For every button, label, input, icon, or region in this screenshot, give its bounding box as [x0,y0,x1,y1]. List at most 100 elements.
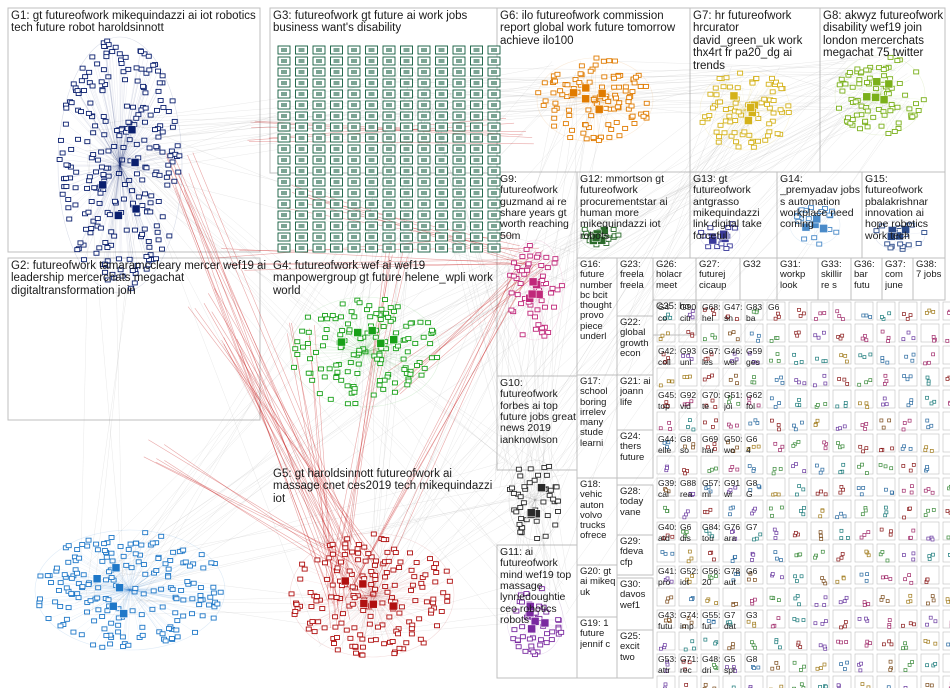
node [334,246,340,250]
node [884,488,887,491]
node [732,331,735,334]
node [747,620,750,623]
node [208,595,213,599]
node [926,419,929,422]
small-group-word: wo [724,446,744,455]
node [298,577,303,581]
group-label-g27: G27: futurej cicaup [699,260,739,291]
node [94,251,99,255]
node [794,531,797,534]
small-group-label: G42: [658,347,678,356]
node [95,548,100,552]
node [800,683,803,686]
small-group-label: G56: [702,567,722,576]
node [713,86,718,90]
node [334,224,340,228]
node [860,662,863,665]
small-group-cell [877,324,895,342]
node [690,598,693,601]
node [343,546,348,550]
node [854,113,859,117]
node [428,557,433,561]
node [551,91,556,95]
small-group-cell [855,676,873,688]
node [932,599,935,602]
node [517,522,522,526]
node [819,515,822,518]
node [392,381,397,385]
node [753,376,756,379]
node [890,467,893,470]
node [803,382,806,385]
node [890,491,893,494]
node [171,550,176,554]
node [798,603,801,606]
node [885,403,888,406]
node [753,578,756,581]
node [594,56,599,60]
node [819,471,822,474]
hub-node [354,329,362,337]
node [334,147,340,151]
node [491,59,497,63]
small-group-word: dat [724,622,744,631]
node [118,545,123,549]
node [928,555,931,558]
small-group-word: fol [746,402,766,411]
node [366,552,371,556]
node [347,328,352,332]
node [905,646,908,649]
node [109,621,114,625]
node [881,576,884,579]
group-label-g20: G20: gt ai mikeq uk [580,567,616,598]
node [926,578,929,581]
node [101,68,106,72]
small-group-label: G6 [768,303,788,312]
small-group-word: uni [680,358,700,367]
node [931,595,934,598]
node [880,528,883,531]
node [777,359,780,362]
node [889,668,892,671]
node [792,424,795,427]
node [711,425,714,428]
node [775,661,778,664]
node [846,116,851,120]
small-group-cell [943,566,950,584]
node [334,70,340,74]
node [688,550,691,553]
node [733,140,738,144]
node [533,315,538,319]
node [108,642,113,646]
node [803,665,806,668]
node [927,382,930,385]
node [316,191,322,195]
small-group-label: G5 [724,655,744,664]
node [350,585,355,589]
node [909,507,912,510]
node [327,367,332,371]
node [912,353,915,356]
node [775,557,778,560]
hub-node [598,89,606,97]
node [770,397,773,400]
node [909,594,912,597]
node [198,586,203,590]
node [912,337,915,340]
node [927,361,930,364]
node [339,621,344,625]
node [840,354,843,357]
node [907,404,910,407]
node [861,683,864,686]
node [775,531,778,534]
node [351,180,357,184]
node [281,147,287,151]
node [148,113,153,117]
node [930,449,933,452]
node [322,626,327,630]
node [865,644,868,647]
node [80,66,85,70]
node [906,378,909,381]
node [474,125,480,129]
node [62,573,67,577]
